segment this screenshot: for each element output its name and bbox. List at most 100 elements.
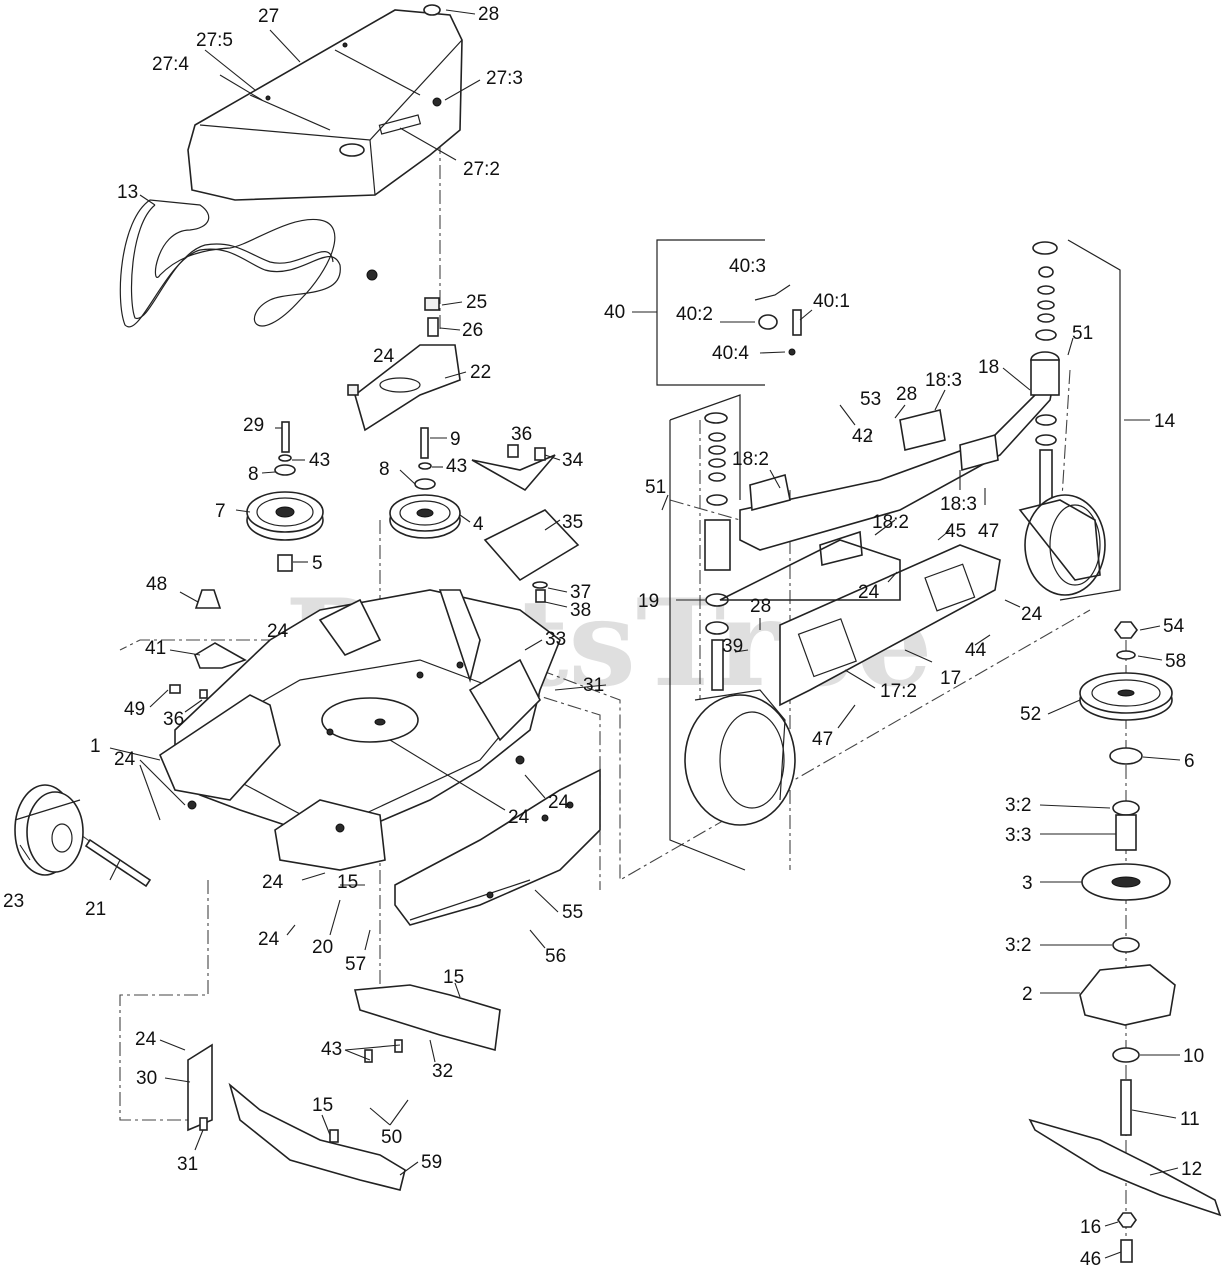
callout-51-b: 51 [1072, 323, 1093, 344]
callout-48: 48 [146, 574, 167, 595]
callout-25: 25 [466, 292, 487, 313]
callout-18-2-a: 18:2 [732, 449, 769, 470]
callout-33: 33 [545, 629, 566, 650]
callout-4: 4 [473, 514, 484, 535]
callout-47-b: 47 [812, 729, 833, 750]
callout-15-c: 15 [312, 1095, 333, 1116]
callout-44: 44 [965, 640, 987, 661]
callout-27: 27 [258, 6, 279, 27]
callout-41: 41 [145, 638, 166, 659]
callout-24-e: 24 [548, 792, 570, 813]
callout-24-g: 24 [258, 929, 280, 950]
callout-24-j: 24 [1021, 604, 1043, 625]
callout-24-c: 24 [114, 749, 136, 770]
callout-8-a: 8 [248, 464, 259, 485]
callout-28-b: 28 [750, 596, 771, 617]
callout-labels: 27 27:5 27:4 28 27:3 27:2 13 25 26 24 22… [3, 4, 1204, 1270]
mower-deck-1 [159, 589, 561, 871]
callout-45: 45 [945, 521, 966, 542]
callout-31-b: 31 [177, 1154, 198, 1175]
callout-7: 7 [215, 501, 226, 522]
baffle-32 [353, 984, 501, 1063]
callout-24-i: 24 [858, 582, 880, 603]
bracket-30 [187, 1043, 213, 1132]
callout-40-4: 40:4 [712, 343, 749, 364]
callout-22: 22 [470, 362, 491, 383]
callout-35: 35 [562, 512, 583, 533]
baffle-59 [228, 1082, 406, 1191]
callout-11: 11 [1180, 1109, 1200, 1130]
callout-9: 9 [450, 429, 461, 450]
callout-3: 3 [1022, 873, 1033, 894]
callout-14: 14 [1154, 411, 1176, 432]
callout-12: 12 [1181, 1159, 1202, 1180]
leader-lines [19, 9, 1181, 1259]
callout-27-2: 27:2 [463, 159, 500, 180]
callout-59: 59 [421, 1152, 442, 1173]
callout-24-h: 24 [135, 1029, 157, 1050]
callout-50: 50 [381, 1127, 402, 1148]
callout-57: 57 [345, 954, 366, 975]
callout-40: 40 [604, 302, 625, 323]
baffle-55 [394, 768, 601, 926]
callout-31-a: 31 [583, 675, 604, 696]
callout-43-c: 43 [321, 1039, 342, 1060]
callout-24-d: 24 [508, 807, 530, 828]
bumper-48 [169, 589, 247, 699]
callout-19: 19 [638, 591, 659, 612]
callout-6: 6 [1184, 751, 1195, 772]
callout-28-top: 28 [478, 4, 499, 25]
callout-40-2: 40:2 [676, 304, 713, 325]
callout-27-4: 27:4 [152, 54, 189, 75]
callout-49: 49 [124, 699, 145, 720]
caster-stack-left [704, 412, 731, 691]
side-plate-17 [719, 539, 1001, 707]
callout-10: 10 [1183, 1046, 1204, 1067]
callout-3-2-a: 3:2 [1005, 795, 1031, 816]
callout-29: 29 [243, 415, 264, 436]
callout-54: 54 [1163, 616, 1185, 637]
callout-16: 16 [1080, 1217, 1101, 1238]
callout-42: 42 [852, 426, 873, 447]
callout-56: 56 [545, 946, 566, 967]
callout-36-b: 36 [163, 709, 184, 730]
callout-26: 26 [462, 320, 483, 341]
callout-40-3: 40:3 [729, 256, 766, 277]
callout-37: 37 [570, 582, 591, 603]
callout-18-3-b: 18:3 [940, 494, 977, 515]
callout-1: 1 [90, 736, 101, 757]
callout-17: 17 [940, 668, 961, 689]
callout-43-a: 43 [309, 450, 330, 471]
callout-5: 5 [312, 553, 323, 574]
callout-52: 52 [1020, 704, 1041, 725]
callout-36-a: 36 [511, 424, 532, 445]
callout-46: 46 [1080, 1249, 1101, 1270]
kit-40 [754, 284, 802, 356]
callout-18-2-b: 18:2 [872, 512, 909, 533]
caster-wheel-right [1018, 494, 1106, 596]
callout-18: 18 [978, 357, 999, 378]
callout-28-c: 28 [896, 384, 917, 405]
callout-15-a: 15 [337, 872, 358, 893]
callout-2: 2 [1022, 984, 1033, 1005]
callout-58: 58 [1165, 651, 1186, 672]
callout-24-b: 24 [267, 621, 289, 642]
pulley-4 [389, 427, 461, 539]
drive-belt-13 [119, 199, 341, 328]
spindle-stack [1028, 621, 1222, 1263]
callout-53: 53 [860, 389, 881, 410]
callout-24-a: 24 [373, 346, 395, 367]
callout-8-b: 8 [379, 459, 390, 480]
callout-23: 23 [3, 891, 24, 912]
callout-27-5: 27:5 [196, 30, 233, 51]
callout-15-b: 15 [443, 967, 464, 988]
callout-38: 38 [570, 600, 591, 621]
caster-wheel-left [684, 689, 796, 826]
caster-stack-right [1032, 241, 1058, 511]
callout-30: 30 [136, 1068, 157, 1089]
callout-55: 55 [562, 902, 583, 923]
callout-40-1: 40:1 [813, 291, 850, 312]
callout-51-a: 51 [645, 477, 666, 498]
